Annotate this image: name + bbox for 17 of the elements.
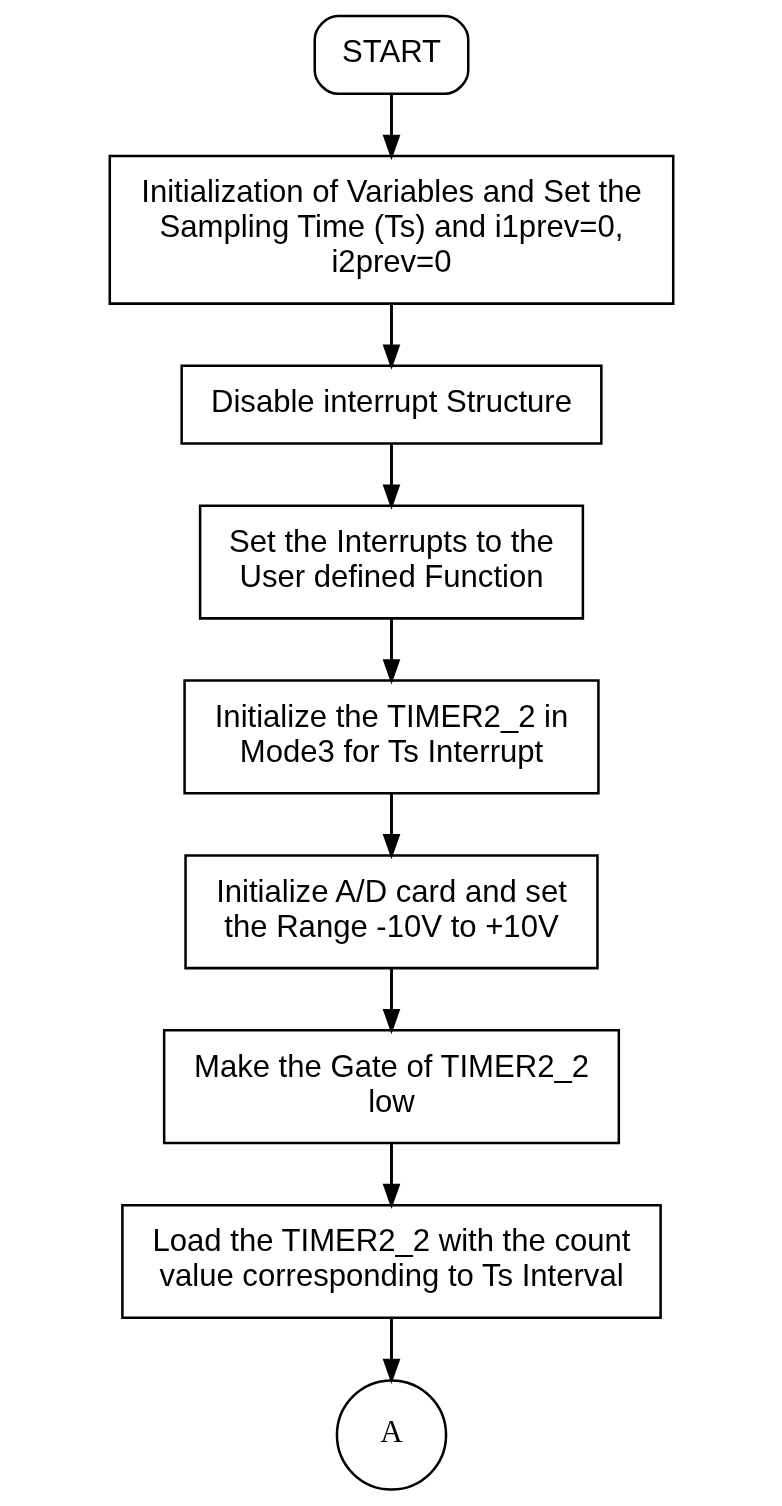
arrow: [382, 443, 400, 510]
node-box: Load the TIMER2_2 with the count value corresponding to Ts Interval: [120, 1203, 662, 1320]
arrow: [382, 619, 400, 685]
node-box: START: [313, 14, 469, 96]
node-circle: A: [335, 1379, 447, 1491]
arrow: [382, 94, 400, 161]
arrow: [382, 303, 400, 370]
arrow: [382, 793, 400, 860]
node-box: Set the Interrupts to the User defined Function: [198, 504, 584, 620]
node-box: Initialization of Variables and Set the Sampling Time (Ts) and i1prev=0, i2prev=0: [108, 154, 674, 305]
arrow: [382, 1143, 400, 1210]
node-box: Disable interrupt Structure: [179, 364, 603, 445]
node-box: Initialize the TIMER2_2 in Mode3 for Ts Interrupt: [182, 679, 600, 795]
node-box: Initialize A/D card and set the Range -10V to +10V: [183, 854, 599, 970]
arrow: [382, 1318, 400, 1385]
arrow: [382, 968, 400, 1035]
node-box: Make the Gate of TIMER2_2 low: [162, 1029, 620, 1145]
